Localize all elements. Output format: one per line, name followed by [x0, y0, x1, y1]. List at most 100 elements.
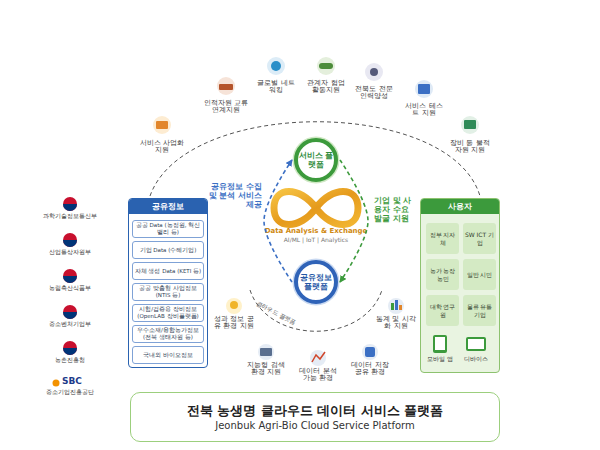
service-label: 서비스 테스트 지원	[402, 103, 446, 118]
circle-ring	[296, 140, 336, 180]
icon-circle	[461, 116, 479, 134]
circle-halo	[293, 137, 340, 184]
user-box: 대학 연구원	[426, 295, 459, 326]
user-panel: 정부 지자체SW ICT 기업농가 농장 농민일반 시민대학 연구원물류 유통 …	[420, 198, 500, 373]
icon-shape	[418, 84, 430, 94]
icon-circle	[217, 77, 235, 95]
icon-shape	[399, 305, 402, 310]
icon-shape	[271, 61, 281, 71]
ministry-name: 과학기술정보통신부	[40, 213, 100, 219]
icon-circle	[362, 344, 378, 360]
icon-shape	[219, 84, 233, 90]
node-title: 우수소재/융합농가정보 (전북 생태자원 등)	[134, 327, 202, 341]
node-title: 농가 농장 농민	[427, 267, 458, 282]
icon-circle	[317, 57, 335, 75]
center-title: Data Analysis & Exchange	[261, 227, 371, 235]
icon-circle	[258, 344, 274, 360]
service-label: 관계자 협업활동지원	[304, 80, 348, 95]
icon-shape	[395, 300, 398, 310]
service-label: 글로벌 네트워킹	[255, 80, 297, 95]
logo-mark	[63, 197, 77, 211]
logo-mark	[63, 240, 77, 247]
source-item: 우수소재/융합농가정보 (전북 생태자원 등)	[132, 325, 204, 343]
icon-circle	[310, 350, 326, 366]
logo-mark	[63, 348, 77, 355]
icon-shape	[260, 348, 272, 356]
icon-shape	[464, 120, 476, 129]
icon-circle	[365, 63, 383, 81]
source-item: 시험/검증용 장비정보 (OpenLAB 장비플랫폼)	[132, 304, 204, 322]
platform-banner: 전북 농생명 클라우드 데이터 서비스 플랫폼Jeonbuk Agri-Bio …	[130, 392, 500, 442]
node-title: 사용자	[421, 199, 499, 214]
tablet-screen	[435, 337, 445, 350]
tablet-icon	[433, 335, 447, 353]
logo-mark	[63, 269, 77, 283]
user-box: 정부 지자체	[426, 223, 459, 254]
node-title: 공공 Data (농정원, 혁신밸리 등)	[134, 222, 202, 236]
cloud-icons	[226, 298, 404, 366]
service-label: 장비 등 물적자원 지원	[448, 140, 492, 155]
device-label: 모바일 앱	[425, 356, 455, 362]
icon-circle	[153, 116, 171, 134]
node-title: 공유정보	[129, 199, 207, 214]
node-title: 공공 맞춤형 사업정보 (NTIS 등)	[134, 285, 202, 299]
device-screen	[468, 339, 484, 349]
top-dashed-arc	[150, 122, 480, 196]
user-box: 농가 농장 농민	[426, 259, 459, 290]
node-title: 국내외 바이오정보	[143, 352, 193, 359]
node-subtitle: Jeonbuk Agri-Bio Cloud Service Platform	[215, 419, 415, 432]
icon-circle	[267, 57, 285, 75]
node-title: 전북 농생명 클라우드 데이터 서비스 플랫폼	[187, 403, 444, 419]
node-title: 공유정보 플랫폼	[298, 273, 334, 291]
circle-ring	[296, 262, 336, 302]
platform-circle: 공유정보 플랫폼	[292, 258, 340, 306]
source-item: 기업 Data (수혜기업)	[132, 241, 204, 259]
user-box: SW ICT 기업	[463, 223, 496, 254]
source-item: 국내외 바이오정보	[132, 346, 204, 364]
node-title: 대학 연구원	[427, 303, 458, 318]
source-item: 공공 Data (농정원, 혁신밸리 등)	[132, 220, 204, 238]
platform-circle: 서비스 플랫폼	[292, 136, 340, 184]
icon-circle	[415, 80, 433, 98]
icon-circle	[226, 298, 242, 314]
logo-mark	[63, 204, 77, 211]
icon-shape	[391, 303, 394, 310]
logo-mark	[53, 380, 60, 387]
icon-shape	[230, 301, 238, 309]
device-icon	[466, 337, 486, 351]
icon-shape	[156, 121, 168, 129]
arc-label: 클라우드 플랫폼	[254, 300, 298, 328]
service-label: 서비스 사업화 지원	[139, 140, 185, 155]
ministry-name: 중소벤처기업부	[40, 321, 100, 327]
ministry-name: 농림축산식품부	[40, 285, 100, 291]
logo-mark	[63, 341, 77, 355]
node-title: 기업 Data (수혜기업)	[140, 247, 197, 254]
cloud-label: 지능형 검색 환경 지원	[244, 362, 288, 377]
logo-mark	[63, 233, 77, 247]
ministry-name: 농촌진흥청	[40, 357, 100, 363]
cloud-label: 성과 정보 공유 환경 지원	[212, 316, 256, 331]
collect-flow	[264, 160, 292, 282]
icon-shape	[365, 347, 375, 357]
node-title: 자체 생성 Data (KETI 등)	[135, 268, 201, 275]
logo-mark	[63, 276, 77, 283]
service-label: 전북도 전문인력양성	[352, 86, 396, 101]
node-title: 서비스 플랫폼	[298, 151, 334, 169]
ministry-name: 중소기업진흥공단	[40, 389, 100, 395]
node-title: 정부 지자체	[427, 231, 458, 246]
demand-flow	[340, 160, 368, 282]
node-title: SW ICT 기업	[464, 231, 495, 246]
logo-text: SBC	[52, 376, 92, 386]
source-panel: 공공 Data (농정원, 혁신밸리 등) 기업 Data (수혜기업) 자체 생성…	[128, 198, 208, 368]
cloud-label: 데이터 저장 공유 환경	[348, 362, 392, 377]
edge-label: 공유정보 수집 및 분석 서비스 제공	[208, 182, 262, 209]
circle-halo	[293, 259, 340, 306]
icon-shape	[312, 352, 325, 362]
logo-mark	[63, 312, 77, 319]
cloud-label: 통계 및 시각화 지원	[376, 316, 416, 331]
